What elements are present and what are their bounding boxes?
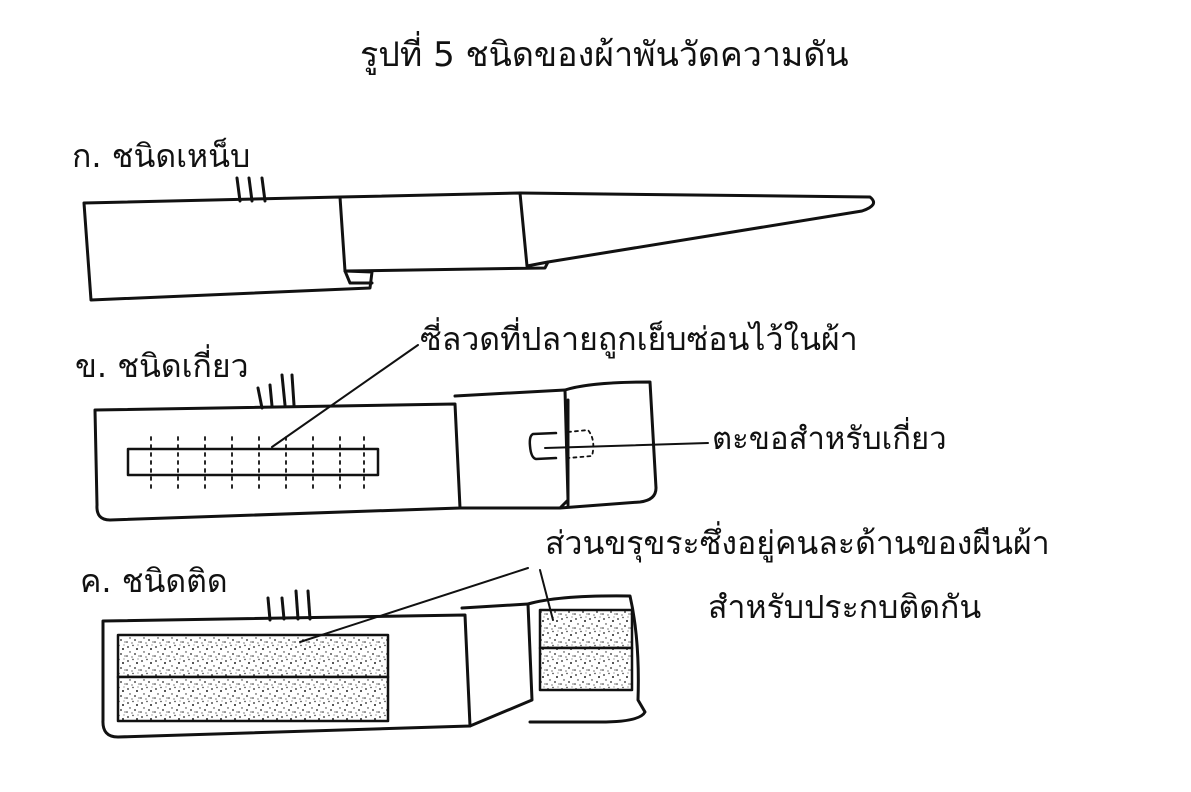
- cuff-a-middle-wrap: [338, 191, 550, 273]
- cuff-a-tube-1: [235, 176, 242, 203]
- cuff-c-velcro: [101, 567, 647, 739]
- cuff-b-tube-1: [256, 386, 264, 410]
- cuff-b-tube-3: [280, 373, 287, 407]
- leader-velcro-pad: [299, 567, 529, 643]
- cuff-b-hook-icon: [528, 431, 558, 461]
- cuff-c-body: [101, 613, 472, 739]
- cuff-c-velcro-pad-bottom: [116, 675, 390, 723]
- cuff-b-hook: [93, 344, 709, 522]
- cuff-c-velcro-end-bottom: [538, 646, 634, 692]
- cuff-b-wire-stitches: [150, 436, 365, 491]
- cuff-c-velcro-pad-top: [116, 633, 390, 679]
- cuff-c-tube-4: [306, 589, 312, 621]
- leader-hook: [544, 442, 709, 449]
- cuff-c-sleeve: [460, 602, 534, 728]
- leader-hidden-wire: [271, 344, 419, 448]
- callout-hidden-wire: ซี่ลวดที่ปลายถูกเย็บซ่อนไว้ในผ้า: [420, 320, 858, 358]
- cuff-c-end-loop: [526, 594, 647, 724]
- cuff-c-tube-2: [280, 596, 286, 621]
- cuff-b-tube-4: [290, 373, 296, 407]
- cuff-a-tuck-in: [82, 176, 876, 302]
- cuff-a-body: [82, 195, 374, 302]
- callout-velcro-line-1: ส่วนขรุขระซึ่งอยู่คนละด้านของผืนผ้า: [545, 524, 1050, 562]
- cuff-c-label: ค. ชนิดติด: [80, 562, 228, 600]
- leader-velcro-end: [539, 569, 554, 621]
- cuff-b-body: [93, 402, 462, 522]
- cuff-a-tube-3: [260, 176, 267, 203]
- cuff-b-end-loop: [558, 380, 658, 510]
- cuff-a-fold: [343, 269, 374, 285]
- figure-title: รูปที่ 5 ชนิดของผ้าพันวัดความดัน: [360, 35, 849, 75]
- callout-hook: ตะขอสำหรับเกี่ยว: [712, 421, 947, 457]
- cuff-b-hook-hidden: [567, 429, 595, 459]
- cuff-a-tapered-end: [518, 191, 876, 264]
- cuff-b-sleeve: [453, 388, 570, 510]
- cuff-a-label: ก. ชนิดเหน็บ: [72, 137, 251, 175]
- cuff-c-tube-3: [294, 589, 300, 621]
- cuff-c-tube-1: [266, 596, 272, 622]
- callout-velcro-line-2: สำหรับประกบติดกัน: [708, 588, 982, 626]
- cuff-c-velcro-end-top: [538, 608, 634, 650]
- cuff-b-label: ข. ชนิดเกี่ยว: [75, 347, 249, 385]
- cuff-a-tube-2: [247, 176, 254, 203]
- cuff-b-wire-strip: [126, 447, 380, 477]
- cuff-b-tube-2: [268, 383, 274, 408]
